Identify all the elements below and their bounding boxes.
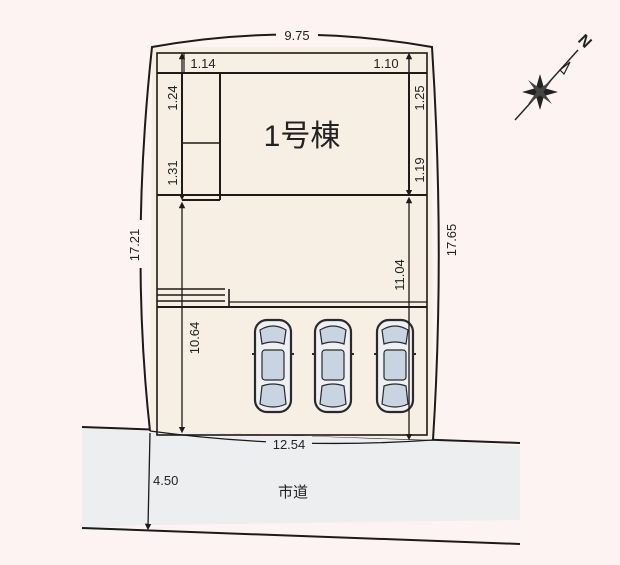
dim-setback-right-lower: 1.19	[412, 157, 427, 182]
dimension-labels: 9.75 1.14 1.10 1.24 1.31 1.25 1.19 17.21…	[126, 27, 459, 501]
road-label: 市道	[278, 484, 308, 501]
dim-left-boundary: 17.21	[127, 229, 142, 262]
north-arrow-compass-icon: N	[514, 32, 594, 121]
dim-parking-depth-right: 11.04	[392, 259, 407, 291]
dim-parking-depth-left: 10.64	[187, 322, 202, 355]
dim-road-width: 4.50	[153, 473, 178, 488]
dim-setback-left-upper: 1.24	[165, 85, 180, 110]
dim-setback-top-left: 1.14	[190, 56, 215, 71]
dim-top-frontage: 9.75	[284, 28, 309, 43]
dim-setback-right-upper: 1.25	[412, 85, 427, 110]
parking-area	[157, 288, 427, 414]
dim-right-boundary: 17.65	[444, 224, 459, 257]
building-1: 1号棟	[157, 72, 427, 201]
car-icon	[372, 318, 418, 414]
building-label: 1号棟	[264, 120, 341, 153]
car-icon	[310, 318, 356, 414]
dim-setback-top-right: 1.10	[373, 56, 398, 71]
dim-setback-left-lower: 1.31	[165, 160, 180, 185]
compass-north-label: N	[574, 32, 594, 52]
dim-bottom-frontage: 12.54	[273, 437, 306, 452]
car-icon	[250, 318, 296, 414]
